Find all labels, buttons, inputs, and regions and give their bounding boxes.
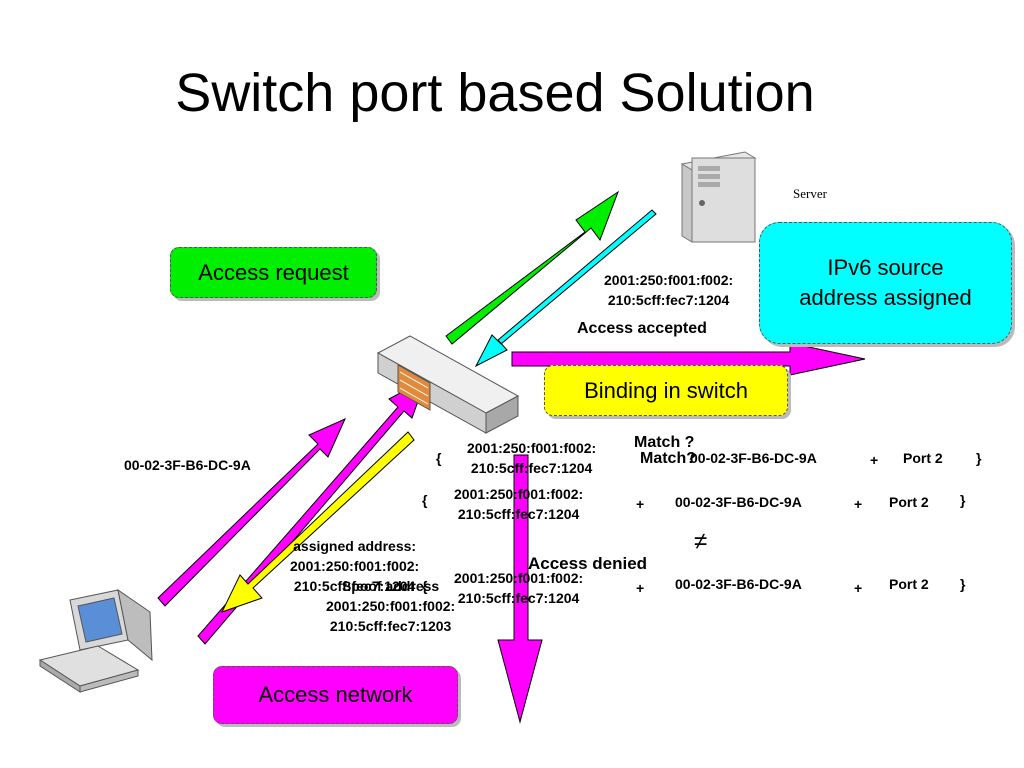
binding-row-address: 2001:250:f001:f002: 210:5cff:fec7:1204	[467, 440, 597, 476]
response-arrow	[474, 209, 657, 368]
binding-label: Binding in switch	[584, 377, 748, 403]
binding-row-address: 2001:250:f001:f002: 210:5cff:fec7:1204	[454, 486, 584, 522]
spoof-address-caption: Spoof address	[341, 578, 440, 594]
access-accepted-label: Access accepted	[577, 320, 707, 337]
computer-icon	[38, 588, 153, 693]
binding-row-address: 2001:250:f001:f002: 210:5cff:fec7:1204	[454, 570, 584, 606]
ipv6-source-box: IPv6 source address assigned	[759, 222, 1012, 344]
access-request-label: Access request	[198, 259, 349, 285]
server-icon	[680, 151, 757, 243]
ipv6-line-2: address assigned	[799, 285, 972, 310]
spoof-address-labels: Spoof address 2001:250:f001:f002: 210:5c…	[326, 578, 456, 634]
server-label: Server	[793, 186, 827, 201]
assigned-address: 2001:250:f001:f002: 210:5cff:fec7:1204	[604, 272, 734, 308]
switch-to-pc-arrow	[221, 431, 415, 613]
pc-address-labels: assigned address: 2001:250:f001:f002: 21…	[290, 538, 420, 594]
binding-box: Binding in switch	[544, 365, 788, 416]
access-network-label: Access network	[258, 682, 413, 707]
access-denied-label: Access denied	[528, 554, 648, 573]
match-question-1: Match ?	[634, 434, 695, 451]
access-network-box: Access network	[213, 666, 458, 724]
not-equal-symbol: ≠	[694, 528, 708, 555]
switch-icon	[376, 335, 520, 434]
match-question-2: Match?	[640, 450, 696, 467]
access-request-box: Access request	[170, 247, 377, 298]
ipv6-line-1: IPv6 source	[827, 255, 944, 280]
pc-to-switch-arrow-1	[157, 418, 346, 607]
access-denied-arrow	[497, 454, 543, 724]
page-title: Switch port based Solution	[175, 63, 815, 123]
access-request-arrow	[445, 190, 620, 345]
mac-left-label: 00-02-3F-B6-DC-9A	[124, 457, 251, 473]
assigned-address-caption: assigned address:	[293, 538, 417, 554]
